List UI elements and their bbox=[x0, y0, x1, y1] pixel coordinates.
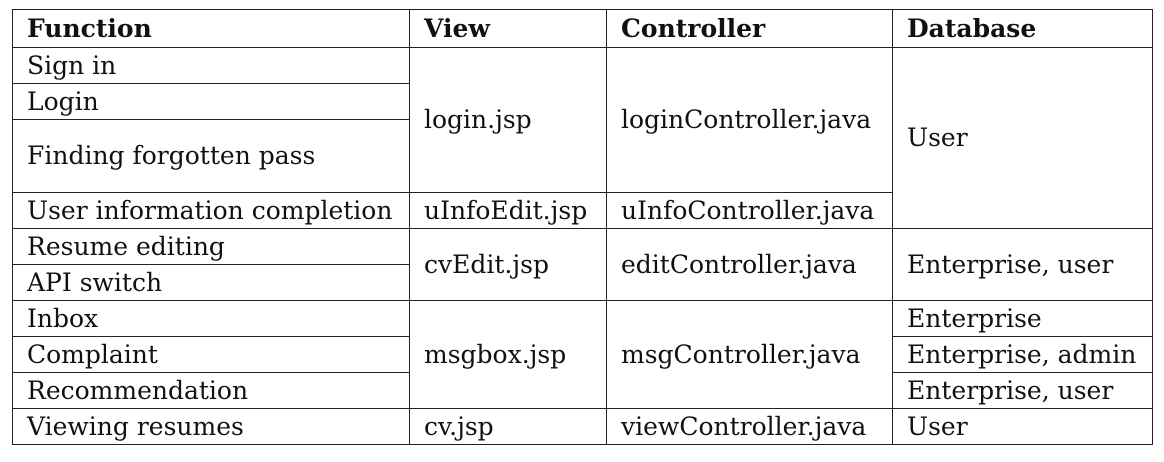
function-cell: Viewing resumes bbox=[12, 408, 410, 445]
controller-cell: loginController.java bbox=[606, 47, 893, 193]
database-cell: User bbox=[892, 408, 1153, 445]
header-view: View bbox=[409, 9, 607, 48]
controller-cell: editController.java bbox=[606, 228, 893, 301]
view-cell: uInfoEdit.jsp bbox=[409, 192, 607, 229]
mvc-mapping-table: Function View Controller Database Sign i… bbox=[12, 9, 1153, 445]
function-cell: Finding forgotten pass bbox=[12, 119, 410, 193]
database-cell: Enterprise bbox=[892, 300, 1153, 337]
view-cell: cvEdit.jsp bbox=[409, 228, 607, 301]
function-cell: Resume editing bbox=[12, 228, 410, 265]
header-controller: Controller bbox=[606, 9, 893, 48]
function-cell: Login bbox=[12, 83, 410, 120]
function-cell: API switch bbox=[12, 264, 410, 301]
header-function: Function bbox=[12, 9, 410, 48]
function-cell: User information completion bbox=[12, 192, 410, 229]
database-cell: User bbox=[892, 47, 1153, 229]
view-cell: login.jsp bbox=[409, 47, 607, 193]
table-row: Recommendation Enterprise, user bbox=[12, 372, 1153, 409]
database-cell: Enterprise, user bbox=[892, 372, 1153, 409]
controller-cell: msgController.java bbox=[606, 300, 893, 409]
table-row: Resume editing cvEdit.jsp editController… bbox=[12, 228, 1153, 301]
table-row: Viewing resumes cv.jsp viewController.ja… bbox=[12, 408, 1153, 445]
database-cell: Enterprise, user bbox=[892, 228, 1153, 301]
header-row: Function View Controller Database bbox=[12, 9, 1153, 48]
table-row: API switch bbox=[12, 264, 1153, 301]
database-cell: Enterprise, admin bbox=[892, 336, 1153, 373]
function-cell: Inbox bbox=[12, 300, 410, 337]
view-cell: cv.jsp bbox=[409, 408, 607, 445]
function-cell: Recommendation bbox=[12, 372, 410, 409]
controller-cell: viewController.java bbox=[606, 408, 893, 445]
header-database: Database bbox=[892, 9, 1153, 48]
view-cell: msgbox.jsp bbox=[409, 300, 607, 409]
table-row: Sign in login.jsp loginController.java U… bbox=[12, 47, 1153, 229]
controller-cell: uInfoController.java bbox=[606, 192, 893, 229]
function-cell: Complaint bbox=[12, 336, 410, 373]
function-cell: Sign in bbox=[12, 47, 410, 84]
table-row: Login bbox=[12, 83, 1153, 120]
table-row: Inbox msgbox.jsp msgController.java Ente… bbox=[12, 300, 1153, 409]
